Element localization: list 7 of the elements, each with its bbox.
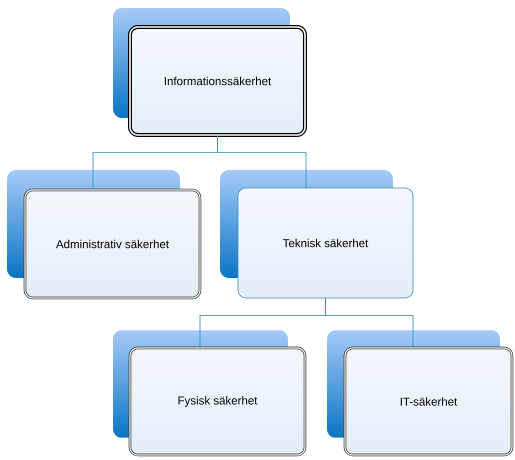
org-box: IT-säkerhet [344, 346, 514, 456]
org-box: Fysisk säkerhet [128, 346, 306, 456]
org-box: Informationssäkerhet [128, 25, 307, 137]
connector-line [325, 298, 414, 348]
connector-line [217, 135, 306, 188]
org-box: Administrativ säkerhet [24, 188, 202, 300]
org-box: Teknisk säkerhet [238, 188, 414, 298]
